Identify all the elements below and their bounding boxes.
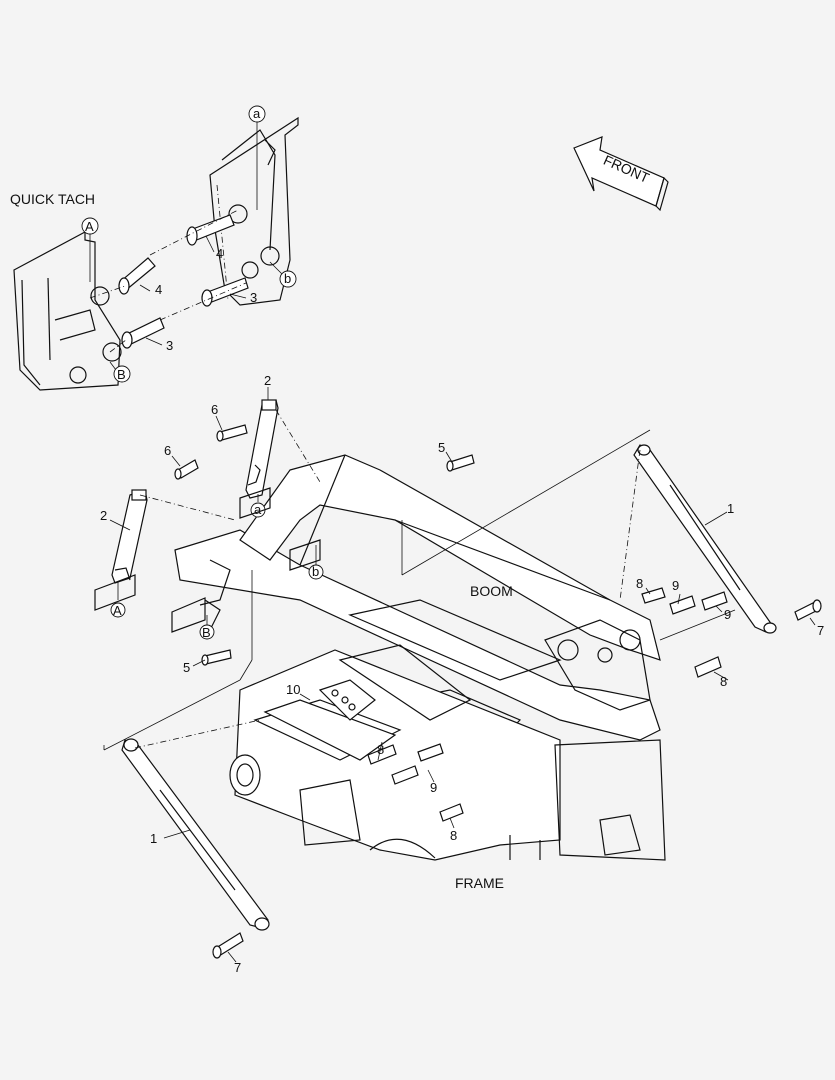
callout-3-upper: 3 — [250, 290, 257, 305]
callout-9-center: 9 — [430, 780, 437, 795]
quick-tach-plate-left — [13, 230, 122, 391]
bushing-part-9-d — [417, 743, 444, 762]
pin-part-4-lower — [118, 257, 156, 295]
ref-marker-A-lower: A — [113, 603, 122, 618]
callout-8-lower: 8 — [450, 828, 457, 843]
bushing-part-8-a — [641, 587, 666, 604]
pin-part-5-upper — [446, 454, 475, 472]
tilt-cylinder-part-2-left — [111, 489, 148, 584]
ref-marker-A-upper: A — [85, 219, 94, 234]
bushing-part-8-d — [439, 803, 464, 822]
callout-10: 10 — [286, 682, 300, 697]
ref-marker-a-lower: a — [254, 502, 262, 517]
bushing-part-8-b — [694, 656, 722, 678]
callout-2-left: 2 — [100, 508, 107, 523]
ref-marker-B-upper: B — [117, 367, 126, 382]
callout-4-upper: 4 — [216, 246, 223, 261]
ref-marker-b-upper: b — [284, 271, 291, 286]
pin-part-6-upper — [216, 424, 248, 442]
callout-5-lower: 5 — [183, 660, 190, 675]
frame-assembly — [229, 644, 666, 861]
callout-8-upper: 8 — [636, 576, 643, 591]
lift-cylinder-part-1-left — [121, 738, 270, 931]
bushing-part-8-c — [367, 744, 397, 765]
pin-part-4-upper — [186, 214, 235, 246]
callout-6-upper: 6 — [211, 402, 218, 417]
pin-part-7-left — [212, 932, 244, 959]
ref-marker-b-lower: b — [312, 564, 319, 579]
callout-1-right: 1 — [727, 501, 734, 516]
pin-part-5-lower — [201, 649, 232, 666]
boom-label: BOOM — [470, 583, 513, 599]
callout-4-lower: 4 — [155, 282, 162, 297]
bushing-part-9-c — [391, 765, 419, 785]
bushing-part-9-b — [701, 591, 728, 611]
callout-1-left: 1 — [150, 831, 157, 846]
callout-9-upper-b: 9 — [724, 607, 731, 622]
callout-6-lower: 6 — [164, 443, 171, 458]
pin-part-7-right — [794, 599, 822, 621]
pin-part-3-lower — [121, 317, 165, 349]
callout-8-center: 8 — [377, 742, 384, 757]
tilt-cylinder-part-2-right — [245, 399, 279, 499]
frame-label: FRAME — [455, 875, 504, 891]
callout-2-upper: 2 — [264, 373, 271, 388]
callout-5-upper: 5 — [438, 440, 445, 455]
quick-tach-label: QUICK TACH — [10, 191, 95, 207]
callout-3-lower: 3 — [166, 338, 173, 353]
pin-part-6-lower — [174, 459, 199, 480]
front-direction-arrow: FRONT — [573, 136, 669, 212]
plate-part-10 — [263, 679, 397, 761]
callout-7-left: 7 — [234, 960, 241, 975]
callout-7-right: 7 — [817, 623, 824, 638]
callout-8-right: 8 — [720, 674, 727, 689]
ref-marker-B-lower: B — [202, 625, 211, 640]
ref-marker-a-upper: a — [253, 106, 261, 121]
lift-cylinder-part-1-right — [633, 444, 777, 634]
callout-9-upper-a: 9 — [672, 578, 679, 593]
bushing-part-9-a — [669, 595, 696, 615]
